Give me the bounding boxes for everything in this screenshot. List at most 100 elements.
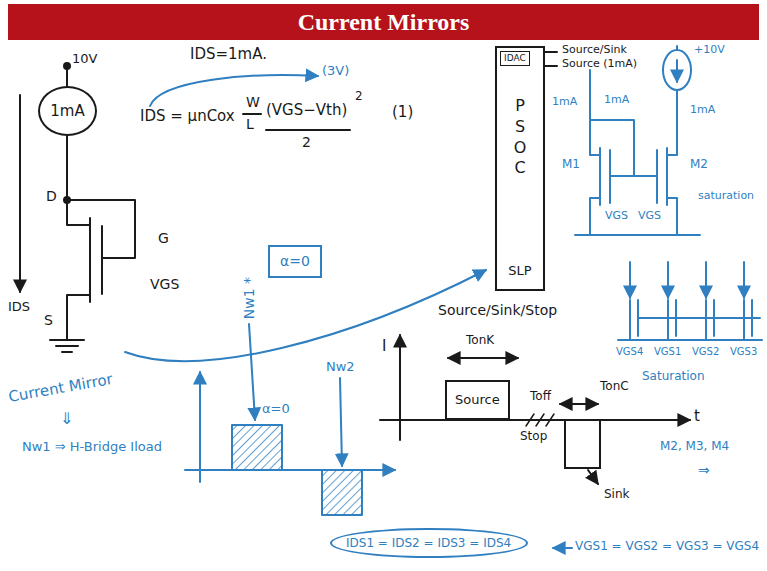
current-mirror-circuit xyxy=(599,148,601,205)
hatched-pulse xyxy=(322,470,362,515)
hatched-pulse xyxy=(232,425,282,470)
handwritten-label: VGS1 xyxy=(654,346,681,358)
current-equality-ellipse: IDS1 = IDS2 = IDS3 = IDS4 xyxy=(330,528,528,558)
nmos-diode-circuit xyxy=(67,200,135,258)
handwritten-label: Source/Sink/Stop xyxy=(438,302,557,318)
handwritten-label: Saturation xyxy=(642,370,705,384)
handwritten-label: TonK xyxy=(466,334,494,348)
handwritten-label: M2, M3, M4 xyxy=(660,440,729,454)
leader-arrow xyxy=(249,324,255,420)
handwritten-label: VGS xyxy=(605,210,628,223)
handwritten-label: VGS4 xyxy=(616,346,643,358)
handwritten-label: ⇓ xyxy=(60,410,73,428)
handwritten-label: ⇒ xyxy=(698,462,710,478)
handwritten-label: (1) xyxy=(392,104,413,121)
current-arrow xyxy=(19,95,21,292)
handwritten-label: 2 xyxy=(355,90,363,104)
handwritten-label: VGS2 xyxy=(692,346,719,358)
fraction-bar xyxy=(266,129,350,131)
current-mirror-circuit xyxy=(590,198,600,235)
current-mirror-circuit xyxy=(676,46,678,50)
ground-symbol xyxy=(50,340,84,352)
source-sink-waveform xyxy=(380,52,690,484)
title-banner: Current Mirrors xyxy=(8,4,759,40)
psoc-block: PSOC SLP IDAC xyxy=(495,46,545,291)
node-text: 1mA xyxy=(50,102,84,120)
current-source-symbol xyxy=(663,50,691,90)
sink-pulse xyxy=(565,420,600,468)
current-mirror-circuit xyxy=(667,90,677,155)
handwritten-label: D xyxy=(46,188,57,204)
handwritten-label: 1mA xyxy=(552,96,577,109)
time-span-arrow xyxy=(448,357,518,359)
handwritten-label: IDS = μnCox xyxy=(140,108,235,125)
handwritten-label: Source (1mA) xyxy=(562,58,637,71)
current-mirror-circuit xyxy=(667,198,677,235)
source-pulse-box: Source xyxy=(445,380,510,420)
nmos-diode-circuit xyxy=(89,218,91,302)
handwritten-label: α=0 xyxy=(262,402,290,417)
multi-mirror-circuit xyxy=(638,317,760,319)
axis-line xyxy=(380,419,690,421)
handwritten-label: M2 xyxy=(690,158,708,172)
axis-line xyxy=(399,335,401,440)
stop-hatch xyxy=(526,414,554,426)
nmos-diode-circuit xyxy=(66,69,68,86)
slide-title: Current Mirrors xyxy=(298,9,470,36)
multi-mirror-circuit xyxy=(705,262,707,298)
handwritten-label: Current Mirror xyxy=(7,371,114,406)
boxed-condition: α=0 xyxy=(268,245,322,278)
current-mirror-circuit xyxy=(575,46,700,235)
current-mirror-circuit xyxy=(590,70,600,155)
node-text: IDS1 = IDS2 = IDS3 = IDS4 xyxy=(346,536,512,550)
handwritten-label: Nw1 * xyxy=(241,277,257,319)
multi-mirror-circuit xyxy=(743,262,745,298)
leader-arrow xyxy=(588,470,598,484)
handwritten-label: TonC xyxy=(600,380,629,394)
node-text: Source xyxy=(455,392,500,408)
node-text: PSOC xyxy=(512,96,528,179)
current-mirror-circuit xyxy=(676,60,678,82)
fraction-bar xyxy=(243,113,261,115)
nmos-diode-circuit xyxy=(67,136,90,225)
handwritten-label: t xyxy=(694,408,700,425)
handwritten-label: 2 xyxy=(302,134,311,150)
current-mirror-circuit xyxy=(590,120,634,176)
multi-mirror-circuit xyxy=(618,262,762,340)
nmos-diode-circuit xyxy=(20,63,350,352)
handwritten-label: Nw2 xyxy=(326,360,355,375)
nmos-diode-circuit xyxy=(101,226,103,294)
axis-line xyxy=(199,372,201,482)
handwritten-label: W xyxy=(246,94,260,110)
ground-line xyxy=(618,339,762,341)
handwritten-label: 1mA xyxy=(604,94,629,107)
handwritten-label: IDS xyxy=(8,300,30,315)
handwritten-label: M1 xyxy=(562,158,580,172)
idac-block: IDAC xyxy=(500,51,530,66)
handwritten-label: S xyxy=(44,312,53,328)
handwritten-label: VGS3 xyxy=(730,346,757,358)
multi-mirror-circuit xyxy=(630,300,744,340)
handwritten-label: 10V xyxy=(72,52,97,67)
handwritten-label: Sink xyxy=(604,488,630,502)
handwritten-label: VGS1 = VGS2 = VGS3 = VGS4 xyxy=(575,540,759,554)
handwritten-label: Source/Sink xyxy=(562,44,627,57)
handwritten-label: 1mA xyxy=(690,104,715,117)
multi-mirror-circuit xyxy=(667,262,669,298)
blue-annotations xyxy=(125,75,572,548)
annotation-arrow xyxy=(553,547,572,549)
ground-line xyxy=(575,234,700,236)
handwritten-label: IDS=1mA. xyxy=(190,46,267,63)
handwritten-label: Stop xyxy=(520,430,547,444)
current-mirror-circuit xyxy=(666,148,668,205)
handwritten-label: VGS xyxy=(638,210,661,223)
annotation-arrow xyxy=(125,270,486,361)
node-text: SLP xyxy=(508,263,531,279)
psoc-output-line xyxy=(545,52,557,66)
current-source-circle: 1mA xyxy=(38,86,97,136)
leader-arrow xyxy=(340,378,342,466)
node-text: IDAC xyxy=(504,53,526,64)
handwritten-label: L xyxy=(246,116,254,132)
